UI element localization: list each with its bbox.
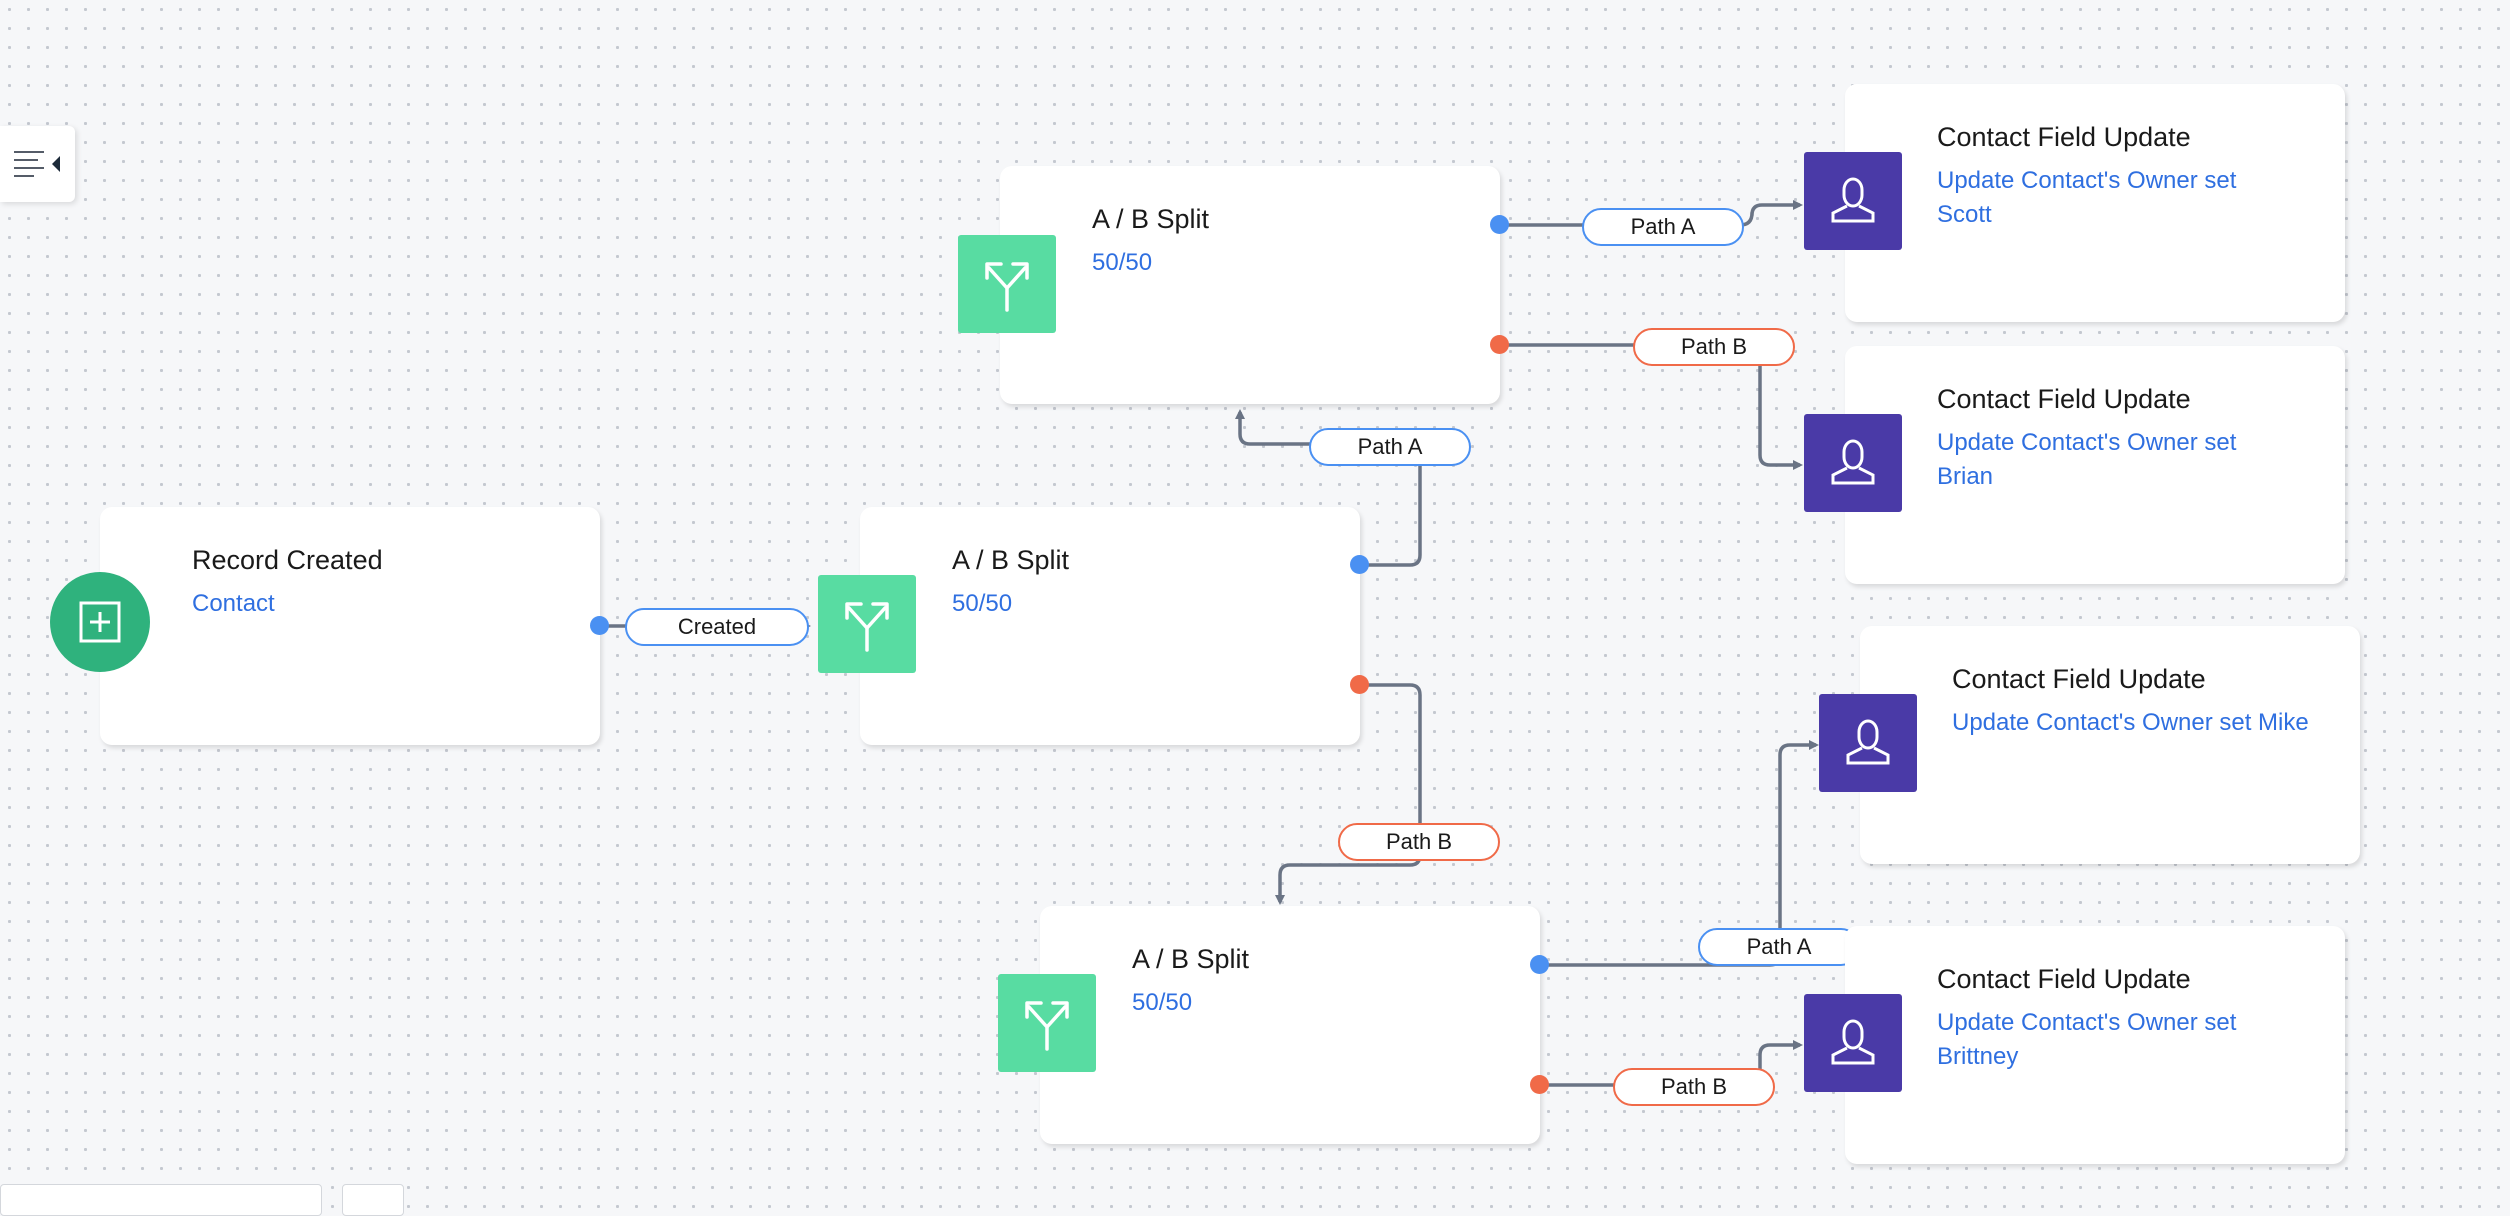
split-title: A / B Split <box>1092 204 1210 234</box>
update-title: Contact Field Update <box>1937 964 2191 994</box>
split-arrows-icon <box>985 262 1029 312</box>
split-title: A / B Split <box>1132 944 1250 974</box>
created-connector-label[interactable]: Created <box>625 608 809 646</box>
split-arrows-icon <box>845 602 889 652</box>
top-split-path-b-port[interactable] <box>1490 335 1509 354</box>
trigger-icon-badge <box>50 572 150 672</box>
update-title: Contact Field Update <box>1937 384 2191 414</box>
update-icon-badge <box>1804 152 1902 250</box>
bottom-path-b-label[interactable]: Path B <box>1613 1068 1775 1106</box>
trigger-card-record-created[interactable]: Record Created Contact <box>100 507 600 745</box>
update-description[interactable]: Update Contact's Owner set Brittney <box>1937 1009 2237 1070</box>
update-description[interactable]: Update Contact's Owner set Mike <box>1952 709 2309 736</box>
sidebar-toggle-button[interactable] <box>0 126 75 202</box>
main-split-path-a-port[interactable] <box>1350 555 1369 574</box>
bottom-split-path-a-port[interactable] <box>1530 955 1549 974</box>
split-icon-badge <box>958 235 1056 333</box>
update-description[interactable]: Update Contact's Owner set Brian <box>1937 429 2237 490</box>
update-icon-badge <box>1804 994 1902 1092</box>
list-collapse-icon <box>13 151 60 177</box>
update-description[interactable]: Update Contact's Owner set Scott <box>1937 167 2237 228</box>
trigger-title: Record Created <box>192 545 383 575</box>
split-title: A / B Split <box>952 545 1070 575</box>
split-card-bottom[interactable]: A / B Split 50/50 <box>1040 906 1540 1144</box>
top-split-path-a-port[interactable] <box>1490 215 1509 234</box>
split-card-top[interactable]: A / B Split 50/50 <box>1000 166 1500 404</box>
update-icon-badge <box>1804 414 1902 512</box>
split-icon-badge <box>998 974 1096 1072</box>
split-ratio[interactable]: 50/50 <box>1092 249 1153 276</box>
split-ratio[interactable]: 50/50 <box>1132 989 1193 1016</box>
plus-square-icon <box>79 601 121 643</box>
user-icon <box>1846 719 1890 765</box>
bottom-control-button[interactable] <box>342 1184 404 1216</box>
top-path-a-label[interactable]: Path A <box>1582 208 1744 246</box>
main-path-b-label[interactable]: Path B <box>1338 823 1500 861</box>
update-title: Contact Field Update <box>1937 122 2191 152</box>
top-path-b-label[interactable]: Path B <box>1633 328 1795 366</box>
user-icon <box>1831 177 1875 223</box>
trigger-subtitle[interactable]: Contact <box>192 590 275 617</box>
bottom-control-bar[interactable] <box>0 1184 322 1216</box>
split-card-main[interactable]: A / B Split 50/50 <box>860 507 1360 745</box>
split-arrows-icon <box>1025 1001 1069 1051</box>
update-card-mike[interactable]: Contact Field Update Update Contact's Ow… <box>1860 626 2360 864</box>
user-icon <box>1831 1019 1875 1065</box>
update-icon-badge <box>1819 694 1917 792</box>
user-icon <box>1831 439 1875 485</box>
split-ratio[interactable]: 50/50 <box>952 590 1013 617</box>
connector-top-path-a <box>1508 200 1803 227</box>
update-card-scott[interactable]: Contact Field Update Update Contact's Ow… <box>1845 84 2345 322</box>
split-icon-badge <box>818 575 916 673</box>
update-title: Contact Field Update <box>1952 664 2206 694</box>
bottom-split-path-b-port[interactable] <box>1530 1075 1549 1094</box>
update-card-brittney[interactable]: Contact Field Update Update Contact's Ow… <box>1845 926 2345 1164</box>
main-split-path-b-port[interactable] <box>1350 675 1369 694</box>
connector-main-path-b <box>1275 683 1422 905</box>
bottom-path-a-label[interactable]: Path A <box>1698 928 1860 966</box>
update-card-brian[interactable]: Contact Field Update Update Contact's Ow… <box>1845 346 2345 584</box>
trigger-output-port[interactable] <box>590 616 609 635</box>
main-path-a-label[interactable]: Path A <box>1309 428 1471 466</box>
